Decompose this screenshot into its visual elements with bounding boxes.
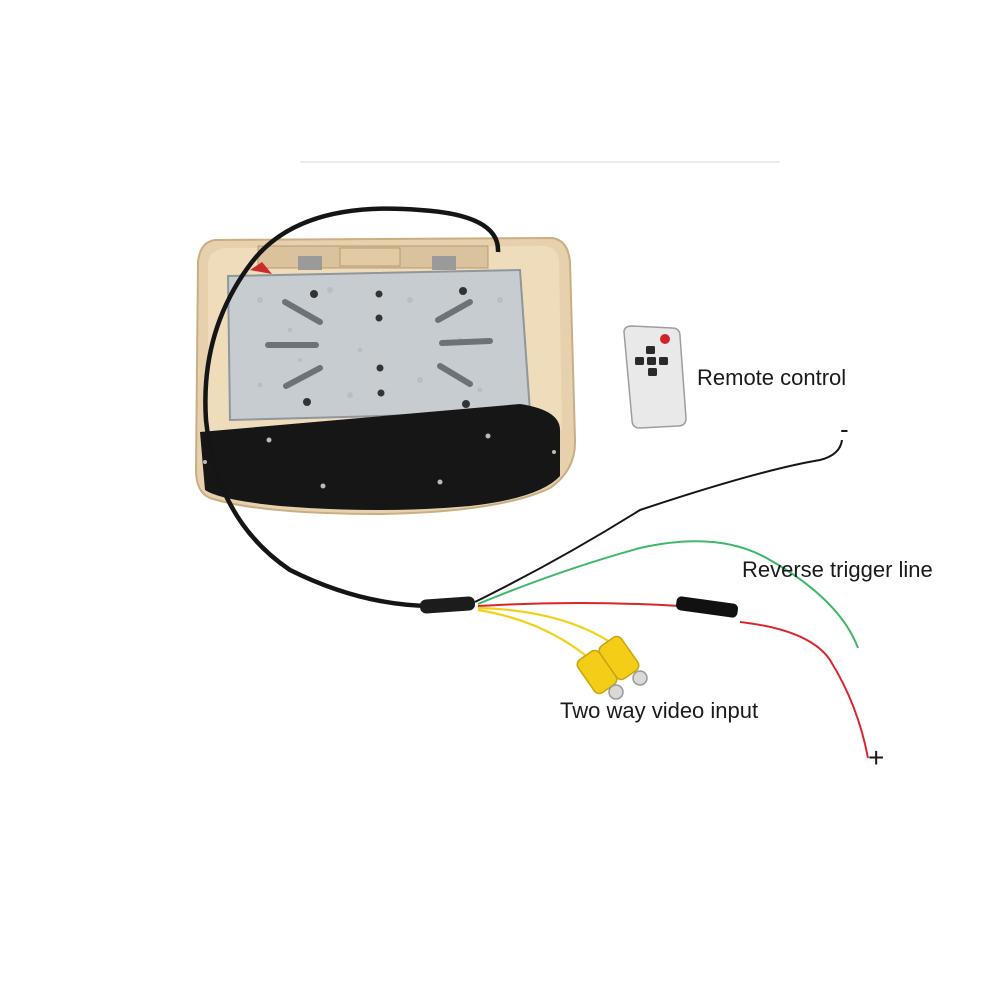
negative-terminal-label: -: [840, 414, 849, 444]
hinge-center: [339, 247, 401, 267]
remote-control: [623, 325, 687, 429]
yellow-wire-2: [477, 608, 586, 656]
black-cable-top-loop: [250, 206, 501, 264]
hinge-left: [298, 256, 322, 270]
red-wire-positive: [739, 621, 869, 759]
plate-holes: [303, 287, 470, 408]
yellow-wire-1: [477, 606, 611, 643]
hinge-right: [432, 256, 456, 270]
green-wire-reverse-trigger: [477, 540, 859, 649]
rca-plug-2: [576, 649, 624, 700]
plate-slots: [265, 299, 493, 389]
video-input-label: Two way video input: [560, 698, 759, 723]
remote-dpad: [635, 346, 668, 376]
positive-terminal-label: +: [868, 742, 885, 773]
felt-pad: [200, 404, 560, 510]
plate-texture: [257, 287, 503, 398]
black-wire-negative: [474, 439, 843, 603]
red-wire-clip: [250, 262, 272, 274]
felt-screws: [203, 433, 556, 489]
cable-sleeve: [419, 596, 476, 614]
mounting-plate: [226, 268, 532, 422]
inline-fuse-holder: [675, 596, 739, 618]
reverse-trigger-label: Reverse trigger line: [742, 557, 933, 582]
remote-body: [623, 325, 687, 429]
remote-control-label: Remote control: [697, 365, 847, 390]
red-wire-segment-1: [477, 602, 681, 607]
black-cable-main: [203, 260, 431, 609]
remote-power-button: [660, 334, 670, 344]
